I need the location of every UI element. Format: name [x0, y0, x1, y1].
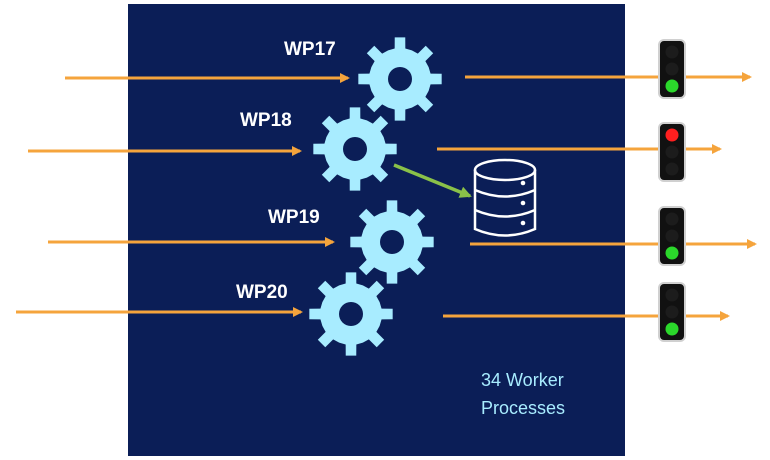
red-lamp — [665, 45, 679, 59]
worker-label-wp20: WP20 — [236, 282, 288, 303]
worker-label-wp18: WP18 — [240, 110, 292, 131]
gear-icon — [350, 200, 434, 284]
traffic-light-icon — [658, 206, 686, 266]
red-lamp — [665, 288, 679, 302]
footer-line-2: Processes — [481, 398, 565, 418]
amber-lamp — [665, 229, 679, 243]
green-lamp — [665, 79, 679, 93]
red-lamp — [665, 128, 679, 142]
red-lamp — [665, 212, 679, 226]
footer-line-1: 34 Worker — [481, 370, 564, 390]
amber-lamp — [665, 145, 679, 159]
gear-icon — [309, 272, 393, 356]
database-icon — [473, 158, 537, 237]
amber-lamp — [665, 305, 679, 319]
traffic-light-icon — [658, 39, 686, 99]
gear-icon — [313, 107, 397, 191]
traffic-light-icon — [658, 122, 686, 182]
traffic-light-icon — [658, 282, 686, 342]
db-write-arrow — [393, 163, 472, 198]
worker-label-wp19: WP19 — [268, 207, 320, 228]
worker-label-wp17: WP17 — [284, 39, 336, 60]
green-lamp — [665, 246, 679, 260]
green-lamp — [665, 162, 679, 176]
green-lamp — [665, 322, 679, 336]
amber-lamp — [665, 62, 679, 76]
gear-icon — [358, 37, 442, 121]
